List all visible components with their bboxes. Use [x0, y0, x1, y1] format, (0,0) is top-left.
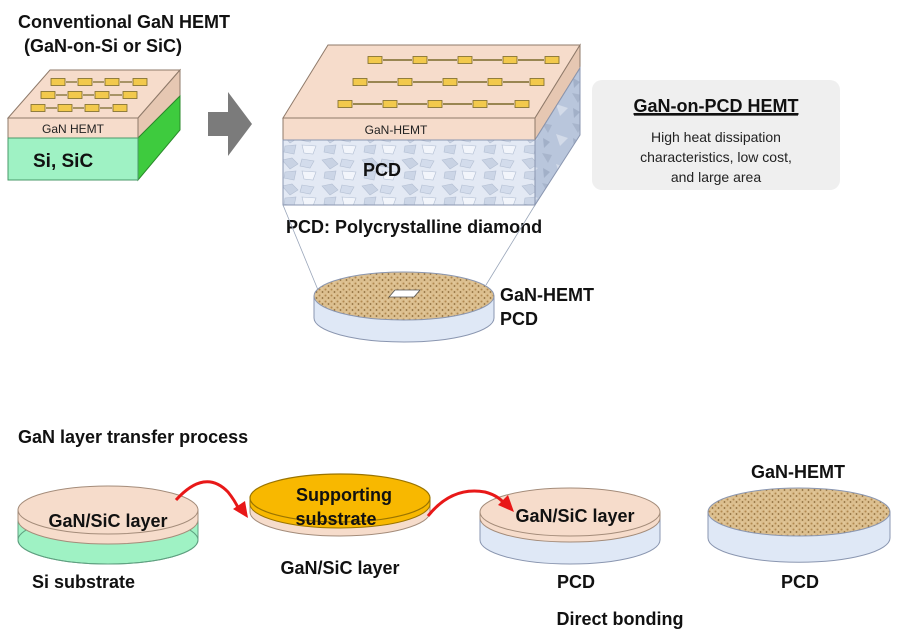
conventional-chip: GaN HEMT Si, SiC: [6, 68, 182, 182]
pcd-chip-pads: [337, 56, 560, 108]
callout-line-3: and large area: [671, 169, 762, 185]
step-3-disk-label: GaN/SiC layer: [515, 506, 634, 526]
step-4-caption: PCD: [781, 572, 819, 592]
step-1-caption: Si substrate: [32, 572, 135, 592]
step-3-sub-caption: Direct bonding: [557, 609, 684, 629]
process-step-4: GaN-HEMT PCD: [707, 462, 891, 592]
conv-chip-pads: [30, 78, 148, 112]
step-3-caption: PCD: [557, 572, 595, 592]
transfer-arrow-1: [174, 480, 248, 518]
conv-chip-layer-label: GaN HEMT: [42, 122, 105, 136]
pcd-chip: GaN-HEMT PCD: [282, 43, 581, 207]
wafer-label-pcd: PCD: [500, 309, 538, 329]
process-step-3: GaN/SiC layer PCD Direct bonding: [479, 487, 684, 629]
conventional-subtitle: (GaN-on-Si or SiC): [24, 36, 182, 56]
gan-on-pcd-callout: GaN-on-PCD HEMT High heat dissipation ch…: [592, 80, 840, 190]
wafer-label-gan-hemt: GaN-HEMT: [500, 285, 594, 305]
pcd-wafer: GaN-HEMT PCD: [282, 204, 594, 343]
callout-line-2: characteristics, low cost,: [640, 149, 792, 165]
conventional-title: Conventional GaN HEMT: [18, 12, 230, 32]
pcd-definition: PCD: Polycrystalline diamond: [286, 217, 542, 237]
transfer-arrow-2: [426, 489, 514, 517]
step-2-disk-label-1: Supporting: [296, 485, 392, 505]
callout-line-1: High heat dissipation: [651, 129, 781, 145]
step-2-disk-label-2: substrate: [295, 509, 376, 529]
process-step-2: Supporting substrate GaN/SiC layer: [249, 473, 431, 578]
wafer-die: [388, 289, 421, 298]
pcd-chip-layer-label: GaN-HEMT: [365, 123, 428, 137]
callout-title: GaN-on-PCD HEMT: [634, 96, 799, 116]
step-4-top-label: GaN-HEMT: [751, 462, 845, 482]
step-2-caption: GaN/SiC layer: [280, 558, 399, 578]
process-title: GaN layer transfer process: [18, 427, 248, 447]
process-step-1: GaN/SiC layer Si substrate: [17, 485, 199, 592]
conv-chip-substrate-label: Si, SiC: [33, 151, 93, 172]
step-1-disk-label: GaN/SiC layer: [48, 511, 167, 531]
pcd-chip-substrate-label: PCD: [363, 160, 401, 180]
transition-arrow: [208, 92, 252, 156]
